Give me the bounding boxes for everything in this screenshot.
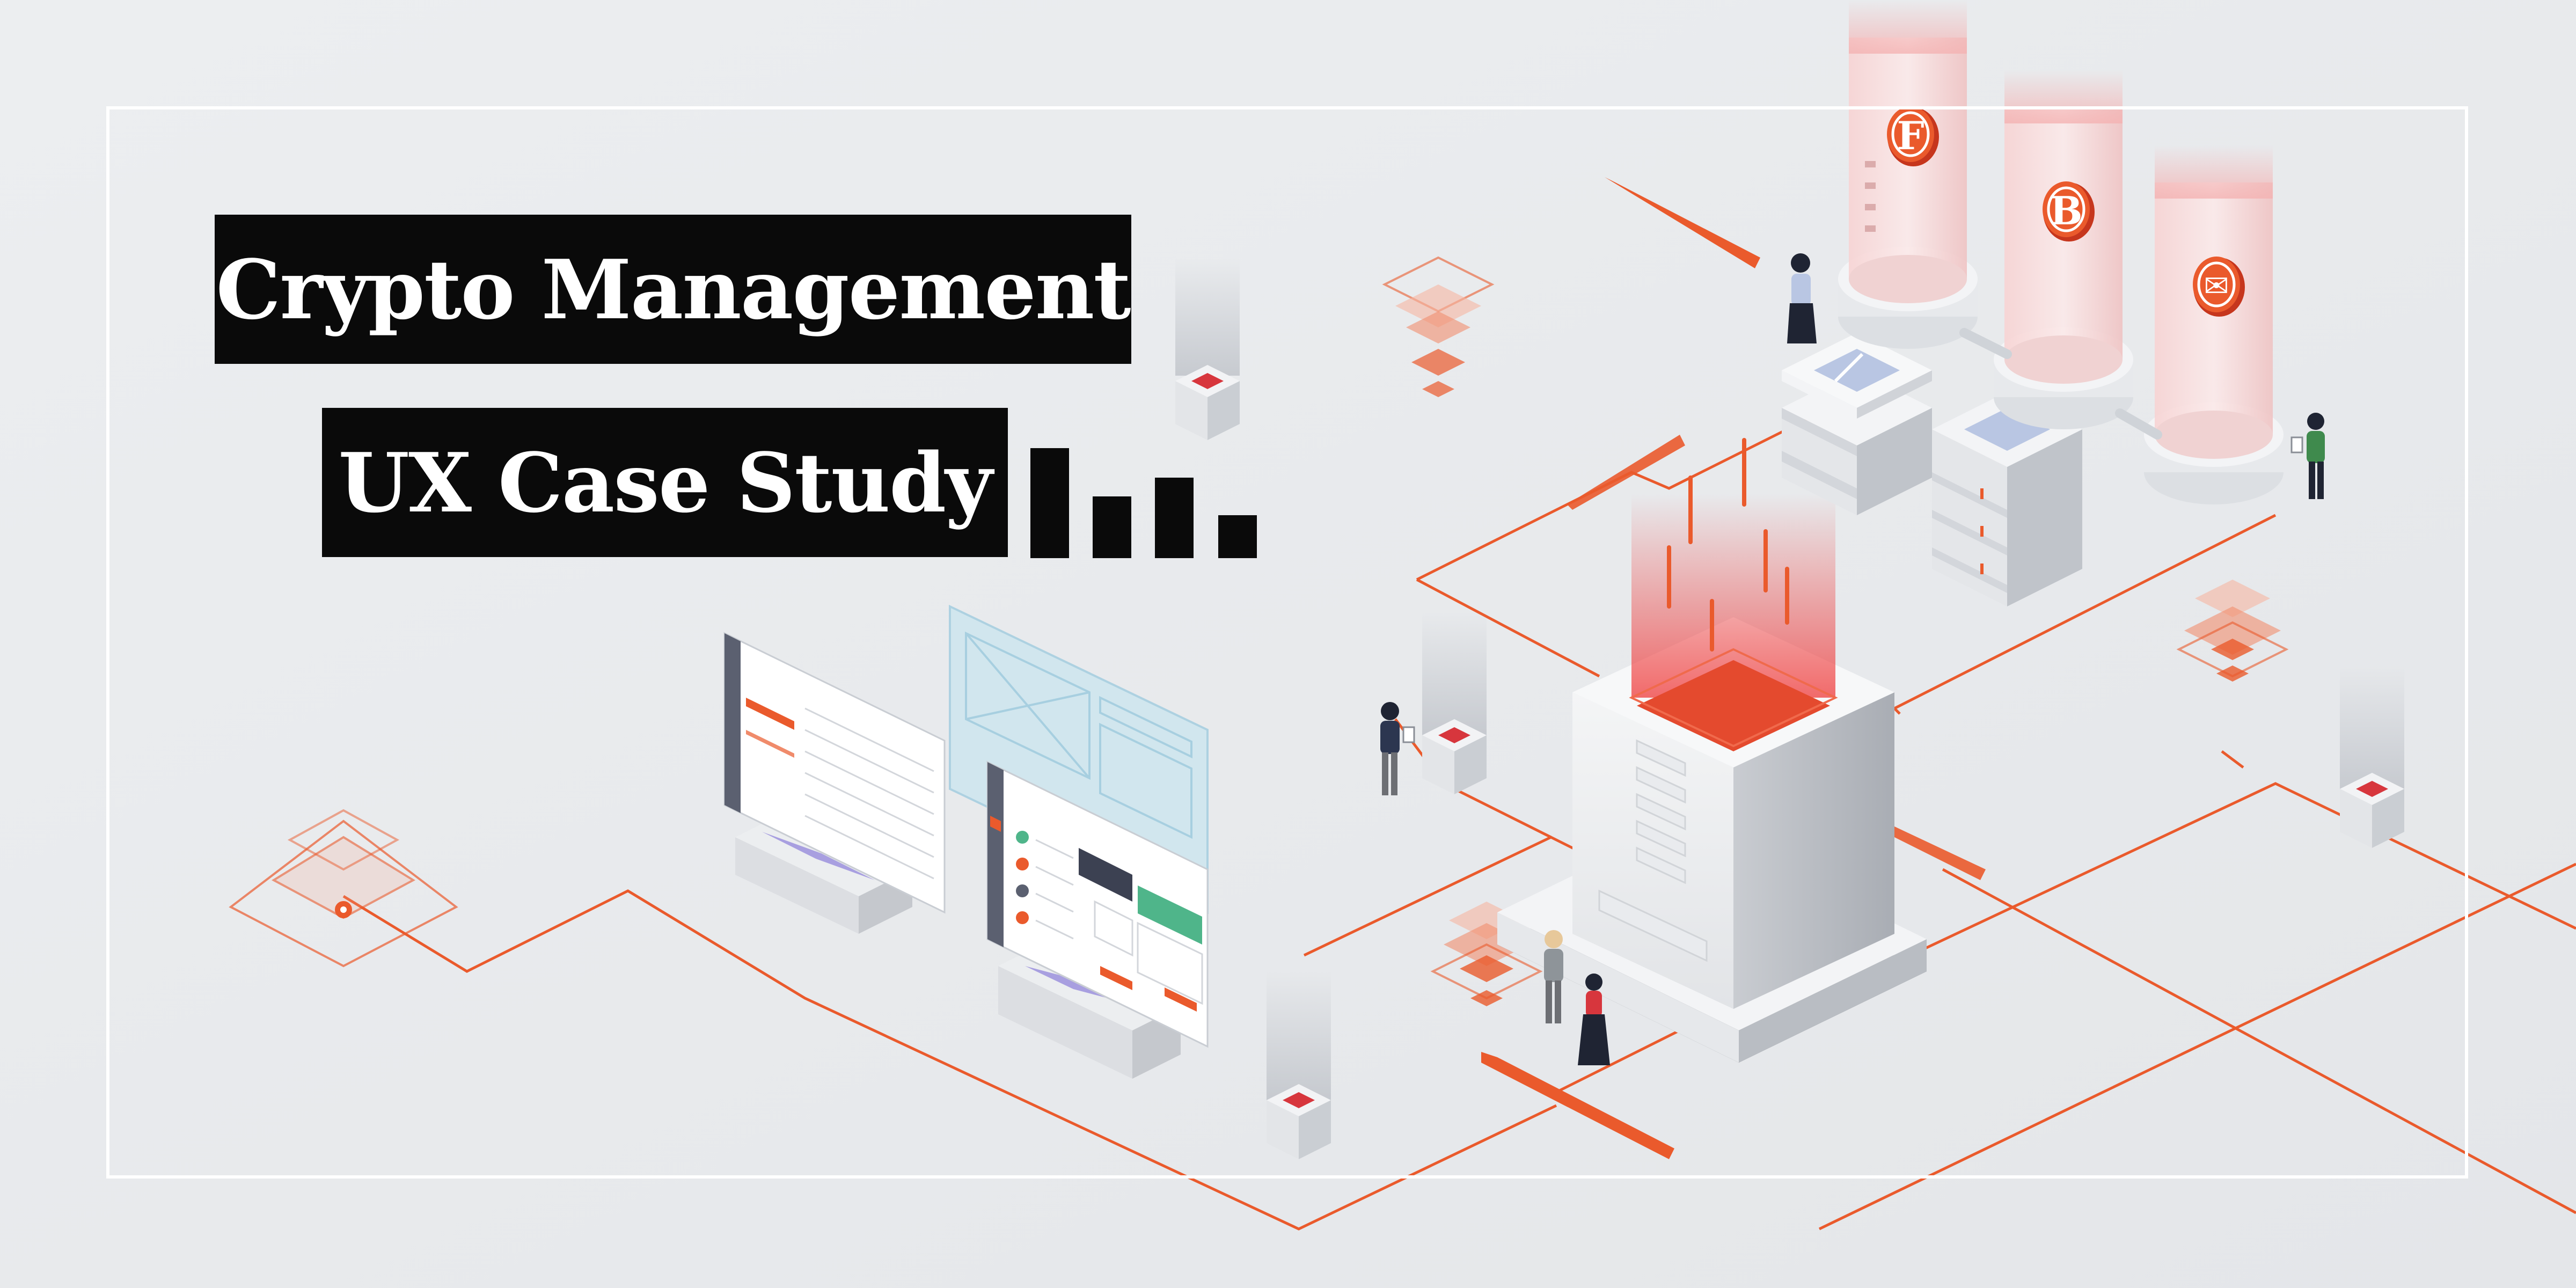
bar-2 bbox=[1093, 496, 1131, 558]
coin-badge-1: F bbox=[1887, 106, 1939, 166]
server-rack-1 bbox=[1782, 333, 1932, 515]
diamond-stack-1 bbox=[1382, 256, 1495, 397]
tube-2 bbox=[1994, 70, 2133, 429]
monitor-wireframe bbox=[949, 604, 1209, 914]
coin-symbol-3: ✉ bbox=[2204, 269, 2229, 304]
coin-badge-3: ✉ bbox=[2193, 257, 2245, 317]
comets bbox=[1481, 177, 1986, 1159]
monitor-front bbox=[986, 760, 1209, 1079]
bar-4 bbox=[1218, 515, 1257, 558]
pedestal-3 bbox=[1267, 971, 1331, 1159]
coin-symbol-1: F bbox=[1897, 113, 1924, 158]
pedestal-4 bbox=[2340, 665, 2404, 848]
person-5 bbox=[1578, 974, 1610, 1065]
diamond-stack-2 bbox=[2176, 580, 2289, 682]
coin-badge-2: B bbox=[2043, 181, 2095, 241]
person-3 bbox=[1380, 702, 1415, 795]
monitor-back bbox=[723, 632, 946, 934]
comet-2 bbox=[1567, 435, 1685, 510]
pedestal-1 bbox=[1175, 258, 1240, 440]
coin-symbol-2: B bbox=[2050, 188, 2083, 233]
frame-border bbox=[106, 106, 2468, 1179]
bar-3 bbox=[1155, 478, 1194, 558]
title-line-2: UX Case Study bbox=[322, 408, 1008, 557]
comet-3 bbox=[1894, 826, 1986, 880]
person-4 bbox=[1544, 930, 1563, 1023]
tube-pipes bbox=[1959, 328, 2162, 440]
bar-1 bbox=[1030, 448, 1069, 558]
title-line-1: Crypto Management bbox=[215, 215, 1131, 364]
comet-4 bbox=[1481, 1052, 1674, 1159]
tube-3 bbox=[2144, 145, 2284, 504]
person-1 bbox=[1787, 253, 1817, 343]
person-2 bbox=[2290, 413, 2325, 499]
target-marker bbox=[229, 809, 458, 968]
pedestal-2 bbox=[1422, 612, 1487, 794]
comet-1 bbox=[1605, 177, 1760, 268]
